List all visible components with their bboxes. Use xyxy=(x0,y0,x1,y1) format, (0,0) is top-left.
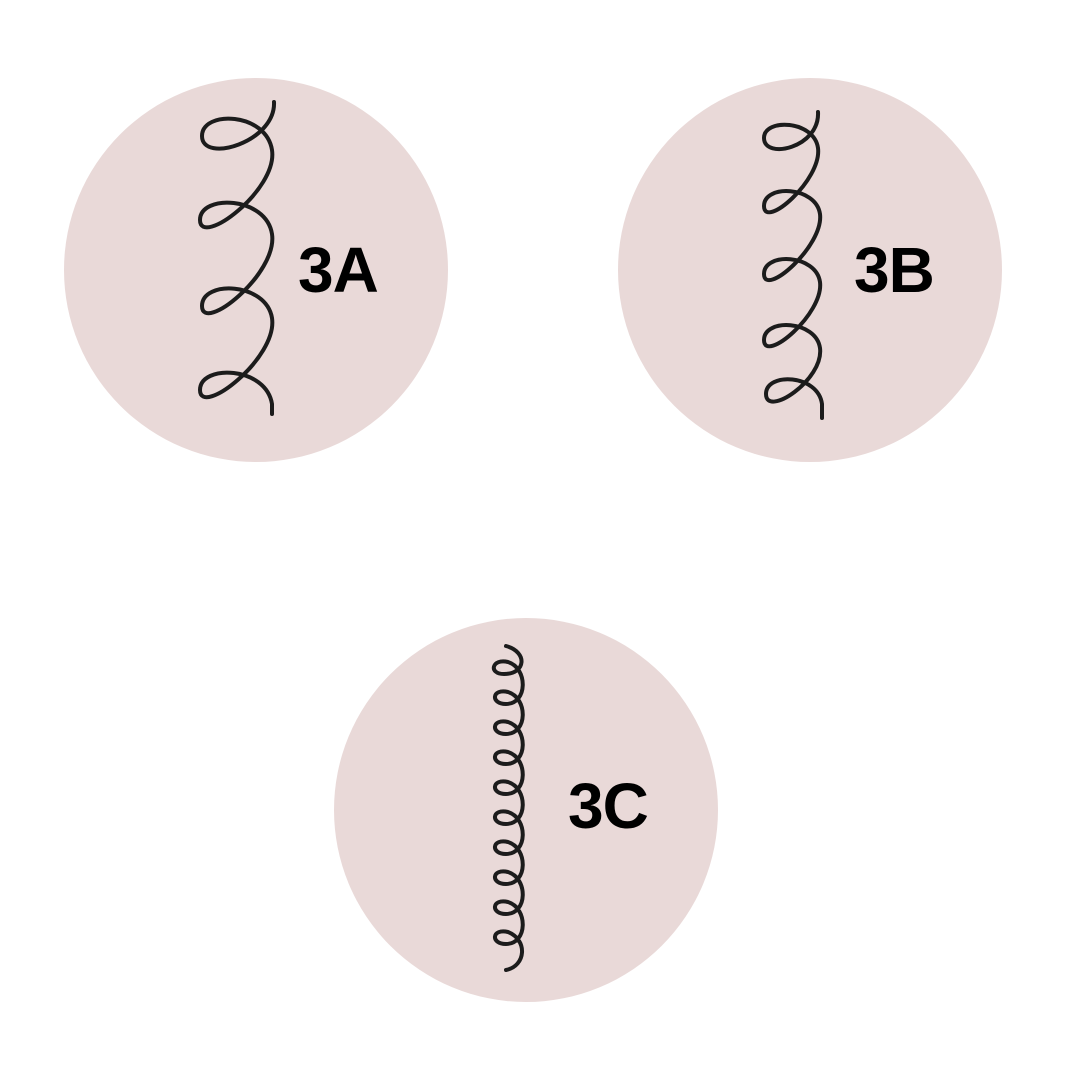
badge-3c: 3C xyxy=(334,618,718,1002)
loose-curl-icon xyxy=(198,100,277,416)
medium-curl-icon xyxy=(762,110,824,420)
curl-path-3a xyxy=(198,100,277,416)
label-3c: 3C xyxy=(568,770,649,842)
tight-curl-icon xyxy=(492,644,525,972)
curl-path-3c xyxy=(492,644,525,972)
badge-3b: 3B xyxy=(618,78,1002,462)
label-3a: 3A xyxy=(298,234,379,306)
curl-path-3b xyxy=(762,110,824,420)
label-3b: 3B xyxy=(854,234,935,306)
badge-3a: 3A xyxy=(64,78,448,462)
